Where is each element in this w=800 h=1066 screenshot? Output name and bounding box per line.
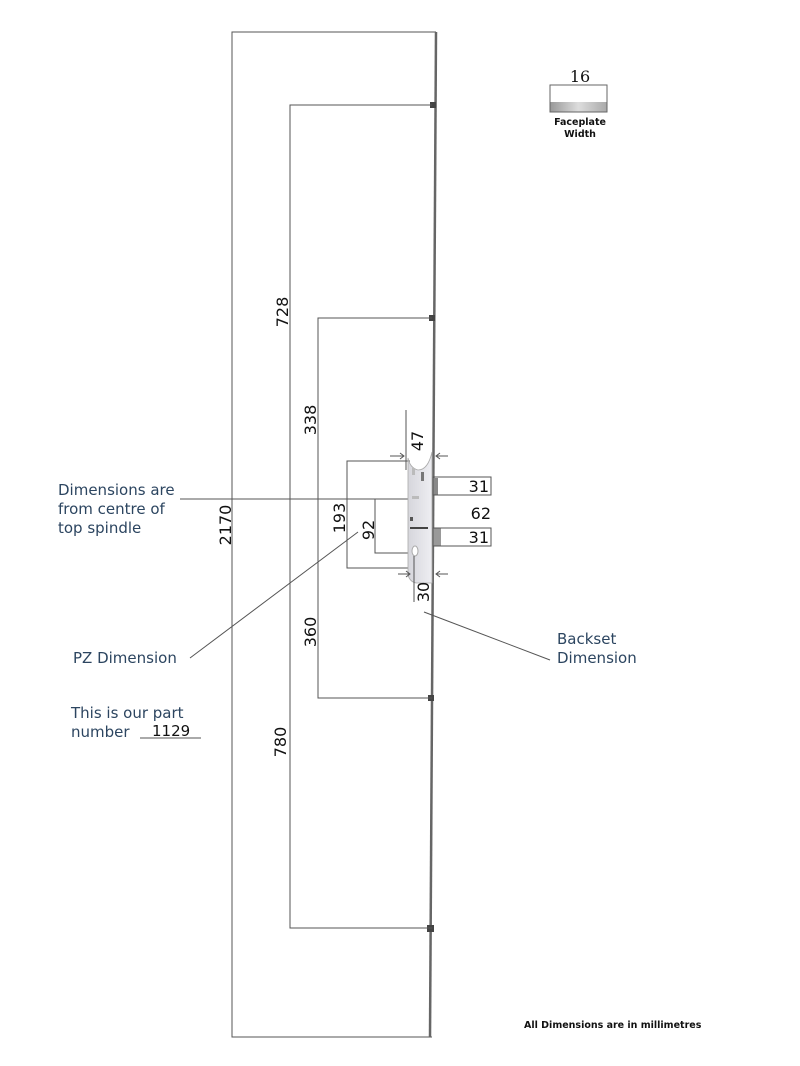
faceplate-label-line2: Width: [564, 129, 596, 140]
arrow-right-icon: [390, 452, 405, 460]
spindle-note-line1: Dimensions are: [58, 481, 175, 499]
arrow-right-icon: [398, 570, 411, 578]
bottom-roller-value: 360: [301, 617, 320, 648]
overall-height-value: 2170: [216, 505, 235, 546]
faceplate-label-line1: Faceplate: [554, 117, 606, 128]
part-note-line1: This is our part: [70, 704, 184, 722]
pz-dimension-bracket: [374, 499, 412, 554]
latch-upper-value: 31: [469, 477, 489, 496]
faceplate-width-value: 16: [570, 67, 590, 86]
roller-dimension-bracket: [317, 317, 432, 699]
latch-span-value: 62: [471, 504, 491, 523]
hook-dimension-bracket: [289, 104, 432, 929]
bottom-hook-value: 780: [271, 727, 290, 758]
latch-lower-box: [432, 527, 492, 547]
backset-label-line1: Backset: [557, 630, 616, 648]
top-hook-value: 728: [273, 297, 292, 328]
gearbox-height-value: 193: [330, 503, 349, 534]
part-number: 1129: [152, 722, 190, 740]
backset-leader-line: [423, 611, 551, 661]
arrow-left-icon: [435, 452, 448, 460]
hook-top: [430, 102, 436, 108]
gearbox-dimension-bracket: [346, 460, 410, 569]
units-note: All Dimensions are in millimetres: [524, 1020, 702, 1031]
pz-leader-line: [189, 531, 359, 659]
arrow-left-icon: [435, 570, 448, 578]
pz-value: 92: [359, 520, 378, 540]
spindle-note-line2: from centre of: [58, 500, 166, 518]
gearbox-top-value: 47: [408, 431, 427, 451]
pz-label: PZ Dimension: [73, 649, 177, 667]
part-note-line2: number: [71, 723, 130, 741]
backset-label-line2: Dimension: [557, 649, 637, 667]
latch-lower-value: 31: [469, 528, 489, 547]
latch-upper-box: [432, 476, 492, 496]
backset-offset-value: 30: [414, 582, 433, 602]
overall-dimension-frame: [231, 31, 436, 1038]
spindle-note-line3: top spindle: [58, 519, 141, 537]
top-roller-value: 338: [301, 405, 320, 436]
